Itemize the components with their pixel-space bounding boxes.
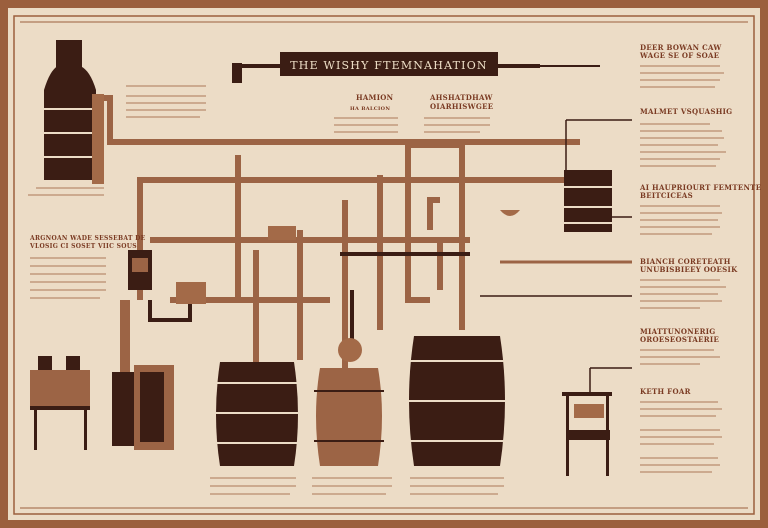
barrel-3 (406, 336, 508, 466)
body-text-lines (28, 65, 726, 495)
title-banner: THE WISHY FTEMNAHATION (232, 52, 540, 83)
condenser-illustration (176, 226, 362, 362)
mash-tun-illustration (30, 356, 90, 450)
barrel-1 (212, 362, 302, 466)
furnace-illustration (112, 250, 174, 450)
sub-right-3: BEITCICEAS (640, 191, 693, 200)
sub-left-1: VLOSIG CI SOSET VIIC SOUS (29, 243, 137, 250)
inner-border (13, 15, 755, 515)
heading-right-5: MIATTUNONERIG (640, 327, 716, 336)
heading-right-6: KETH FOAR (640, 387, 691, 396)
heading-right-3: AI HAUPRIOURT FEMTENTE (639, 183, 761, 192)
heading-right-2: MALMET VSQUASHIG (640, 107, 732, 116)
sub-center-left: HA BALCION (350, 106, 390, 112)
barrel-2 (314, 368, 384, 466)
heading-left-1: ARGNOAN WADE SESSEBAT DE (29, 235, 146, 242)
page-title: THE WISHY FTEMNAHATION (290, 59, 488, 72)
callout-lines (480, 119, 632, 392)
sub-center-right: OIARHISWGEE (430, 102, 493, 111)
spirit-safe-illustration (562, 392, 612, 476)
bottle-illustration (44, 40, 580, 184)
sub-right-5: OROESEOSTAERIE (640, 335, 719, 344)
heading-right-4: BIANCH CORETEATH (640, 257, 731, 266)
sub-right-1: WAGE SE OF SOAE (639, 51, 719, 60)
heading-center-right: AHSHATDHAW (429, 93, 493, 102)
sub-right-4: UNUBISBIEEY OOESIK (640, 265, 738, 274)
heading-center-left: HAMION (356, 93, 394, 102)
small-cask (500, 170, 612, 232)
heading-right-1: DEER BOWAN CAW (640, 43, 722, 52)
